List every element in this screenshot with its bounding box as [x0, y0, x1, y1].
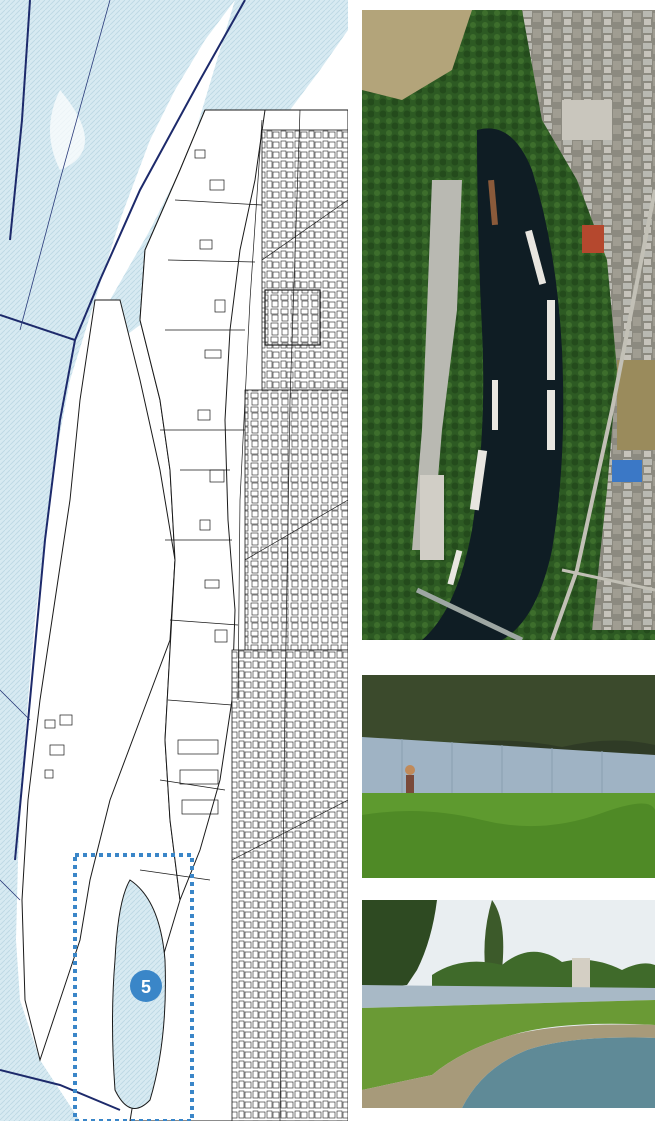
quay-buildings — [412, 180, 462, 550]
water — [462, 1037, 655, 1108]
thin-line — [19, 0, 111, 331]
thin-line-2 — [0, 689, 31, 901]
small-buildings — [44, 149, 228, 815]
field-east — [617, 360, 655, 450]
tree-line — [432, 951, 655, 995]
person-head — [405, 765, 415, 775]
area-marker[interactable]: 5 — [130, 970, 162, 1002]
boundary-line-4 — [0, 1069, 121, 1111]
boundary-line-3 — [0, 314, 77, 861]
person-body — [406, 775, 414, 793]
urban-blocks-2 — [244, 389, 348, 651]
road-2 — [561, 568, 655, 592]
river-bank-light — [50, 90, 85, 170]
fence-photo — [362, 675, 655, 878]
tree-left — [362, 900, 437, 990]
grass-bank — [362, 1000, 655, 1090]
bridge — [415, 587, 524, 640]
river-photo-svg — [362, 900, 655, 1108]
aerial-svg — [362, 10, 655, 640]
map-svg: 5 — [0, 0, 348, 1121]
aerial-photo — [362, 10, 655, 640]
blue-roof — [612, 460, 642, 482]
warehouse — [562, 100, 612, 140]
marker-circle — [130, 970, 162, 1002]
marker-label: 5 — [141, 977, 151, 997]
long-warehouse — [420, 475, 444, 560]
cadastral-map[interactable]: 5 — [0, 0, 348, 1121]
field — [362, 10, 472, 100]
boundary-line-2 — [74, 0, 246, 341]
building — [572, 958, 590, 988]
fence-photo-svg — [362, 675, 655, 878]
fence — [362, 985, 655, 1008]
urban-blocks-3 — [231, 649, 348, 1121]
study-area-highlight — [73, 853, 194, 1121]
island — [21, 299, 176, 1062]
river-photo — [362, 900, 655, 1108]
grass-texture — [362, 803, 655, 878]
fence — [362, 737, 655, 803]
parcel-lines — [139, 199, 263, 881]
tree-canopy — [362, 675, 655, 747]
urban-blocks — [261, 129, 348, 391]
boats — [447, 179, 555, 586]
road — [550, 189, 655, 640]
red-roof — [582, 225, 604, 253]
road-lines — [231, 109, 348, 1121]
shore — [362, 1024, 655, 1108]
river-water — [0, 0, 235, 1121]
boundary-line — [9, 0, 31, 241]
